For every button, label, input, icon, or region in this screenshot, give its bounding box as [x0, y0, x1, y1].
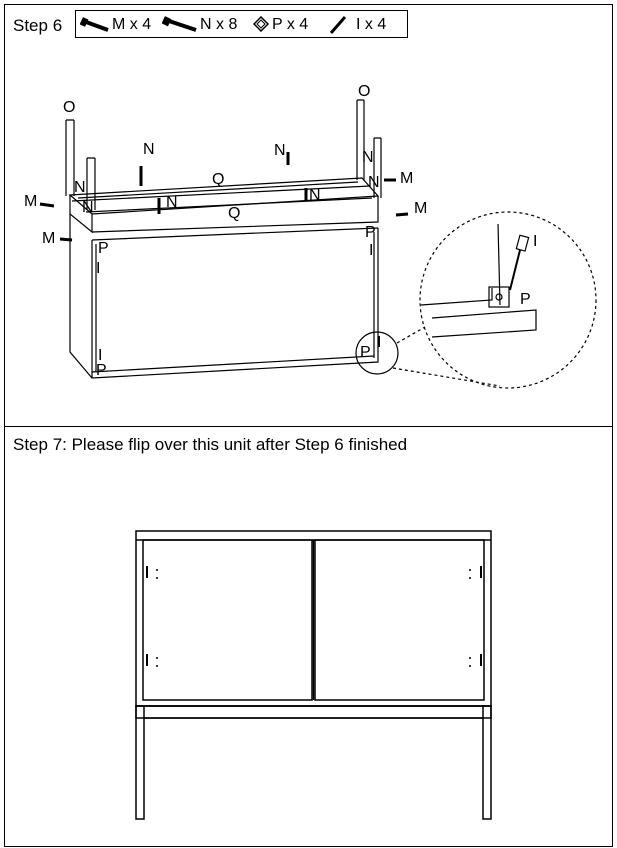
label-n-6: N [166, 194, 178, 211]
label-i-3: I [98, 347, 102, 364]
label-q-front: Q [228, 205, 240, 222]
label-n-3: N [362, 149, 374, 166]
label-p-3: P [96, 362, 107, 379]
label-i-detail: I [533, 233, 537, 250]
label-n-4: N [74, 179, 86, 196]
label-i-2: I [369, 242, 373, 259]
parts-list: M x 4 N x 8 P x 4 I x 4 [75, 10, 408, 38]
detail-screw-i [509, 249, 521, 291]
label-o-left: O [63, 99, 75, 116]
part-m: M x 4 [80, 16, 151, 34]
step-divider [4, 426, 613, 427]
label-i-4: I [377, 334, 381, 351]
label-p-detail: P [520, 291, 531, 308]
step7-title: Step 7: Please flip over this unit after… [13, 435, 408, 454]
bracket-p-icon [252, 16, 270, 32]
label-n-2: N [274, 142, 286, 159]
detail-circle-small [355, 331, 399, 375]
rail-q-front [85, 197, 373, 213]
step6-title: Step 6 [13, 16, 63, 35]
label-p-1: P [98, 240, 109, 257]
part-p: P x 4 [252, 16, 308, 34]
part-m-label: M x 4 [112, 16, 152, 33]
label-p-4: P [360, 344, 371, 361]
part-n-label: N x 8 [200, 16, 238, 33]
part-i: I x 4 [328, 16, 386, 34]
bolt-m-icon [80, 17, 109, 32]
leg-o-left [65, 119, 75, 196]
label-m-1: M [24, 193, 37, 210]
screw-i-icon [329, 16, 347, 34]
label-i-1: I [96, 260, 100, 277]
leg-right-front [373, 137, 382, 198]
page-frame [4, 4, 613, 847]
label-p-2: P [365, 224, 376, 241]
leg-o-right [356, 99, 365, 180]
rail-q-back [77, 181, 359, 199]
detail-bracket-p [488, 286, 510, 308]
label-n-8: N [368, 174, 380, 191]
label-m-3: M [400, 170, 413, 187]
label-m-2: M [42, 230, 55, 247]
part-i-label: I x 4 [356, 16, 387, 33]
leg-n-left-front [86, 157, 96, 210]
label-q-back: Q [212, 171, 224, 188]
step6-assembly-drawing: O O N N N N N N N N Q Q M M M M P P P P … [24, 83, 597, 389]
detail-rail [420, 288, 537, 338]
label-m-4: M [414, 200, 427, 217]
label-n-1: N [143, 141, 155, 158]
detail-circle-large [419, 211, 597, 389]
label-n-7: N [309, 187, 321, 204]
label-n-5: N [82, 199, 94, 216]
label-o-right: O [358, 83, 370, 100]
part-n: N x 8 [162, 16, 237, 34]
part-p-label: P x 4 [272, 16, 309, 33]
bolt-n-icon [162, 16, 197, 32]
